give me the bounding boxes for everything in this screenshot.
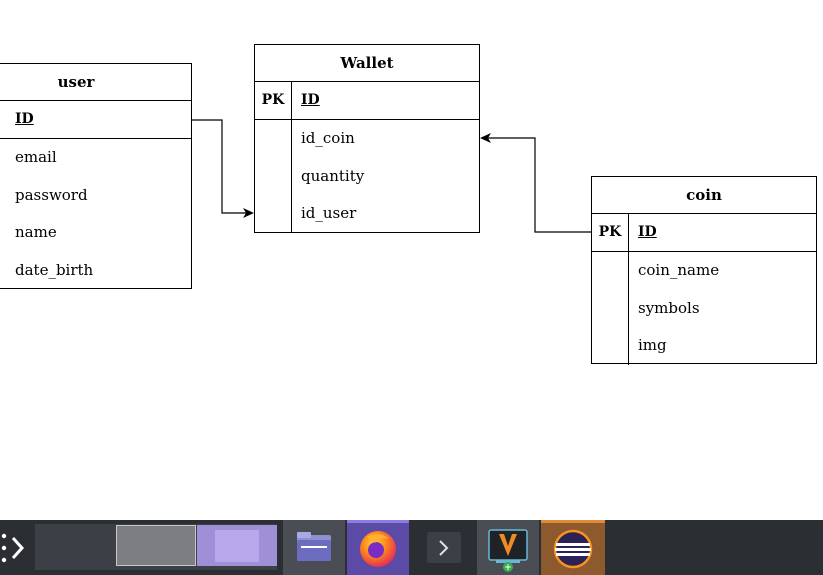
fields-section: id_coin quantity id_user xyxy=(255,120,479,233)
entity-user[interactable]: user ID email password name date_birth xyxy=(0,63,192,289)
window-thumbnail xyxy=(215,530,259,562)
field-row[interactable]: id_coin xyxy=(301,129,355,147)
key-gutter xyxy=(255,120,292,233)
task-eclipse[interactable] xyxy=(541,520,605,575)
entity-coin[interactable]: coin PK ID coin_name symbols img xyxy=(591,176,817,365)
field-row[interactable]: name xyxy=(15,223,57,241)
primary-key-row[interactable]: PK ID xyxy=(592,214,816,252)
fields-section: email password name date_birth xyxy=(0,139,191,289)
edge-user-wallet[interactable] xyxy=(192,119,246,214)
app-menu-button[interactable] xyxy=(0,520,30,575)
key-gutter xyxy=(592,252,629,365)
diagram-canvas[interactable]: user ID email password name date_birth W… xyxy=(0,0,823,520)
field-row[interactable]: password xyxy=(15,185,88,204)
primary-key-row[interactable]: ID xyxy=(0,101,191,139)
field-row[interactable]: id_user xyxy=(301,204,357,222)
field-row[interactable]: coin_name xyxy=(638,261,720,279)
field-row[interactable]: date_birth xyxy=(15,260,94,279)
edge-coin-wallet[interactable] xyxy=(488,137,591,233)
terminal-icon xyxy=(427,532,461,563)
desktop-3[interactable] xyxy=(197,525,277,566)
firefox-icon xyxy=(360,531,396,567)
pk-field[interactable]: ID xyxy=(301,92,320,108)
arrowhead xyxy=(243,208,254,218)
desktop-1[interactable] xyxy=(35,525,115,566)
arrowhead xyxy=(480,133,491,143)
task-firefox[interactable] xyxy=(347,520,409,575)
pk-label: PK xyxy=(592,214,629,251)
fields-section: coin_name symbols img xyxy=(592,252,816,365)
badge-plus: + xyxy=(504,563,512,573)
entity-title[interactable]: Wallet xyxy=(255,45,479,82)
eclipse-icon xyxy=(553,529,593,569)
app-menu-icon xyxy=(1,533,25,563)
drawio-icon: + xyxy=(488,529,528,573)
field-row[interactable]: img xyxy=(638,336,667,354)
task-file-manager[interactable] xyxy=(283,520,345,575)
taskbar: + xyxy=(0,520,823,575)
task-terminal[interactable] xyxy=(412,520,474,575)
field-row[interactable]: symbols xyxy=(638,298,700,317)
folder-icon xyxy=(297,532,331,561)
pk-field[interactable]: ID xyxy=(638,224,657,240)
entity-title[interactable]: coin xyxy=(592,177,816,214)
task-drawio[interactable]: + xyxy=(477,520,539,575)
pk-label: PK xyxy=(255,82,292,119)
field-row[interactable]: email xyxy=(15,148,57,166)
pk-field[interactable]: ID xyxy=(15,111,34,127)
desktop-pager[interactable] xyxy=(35,524,277,570)
desktop-2[interactable] xyxy=(116,525,196,566)
entity-title[interactable]: user xyxy=(0,64,191,101)
entity-wallet[interactable]: Wallet PK ID id_coin quantity id_user xyxy=(254,44,480,233)
field-row[interactable]: quantity xyxy=(301,166,365,185)
primary-key-row[interactable]: PK ID xyxy=(255,82,479,120)
